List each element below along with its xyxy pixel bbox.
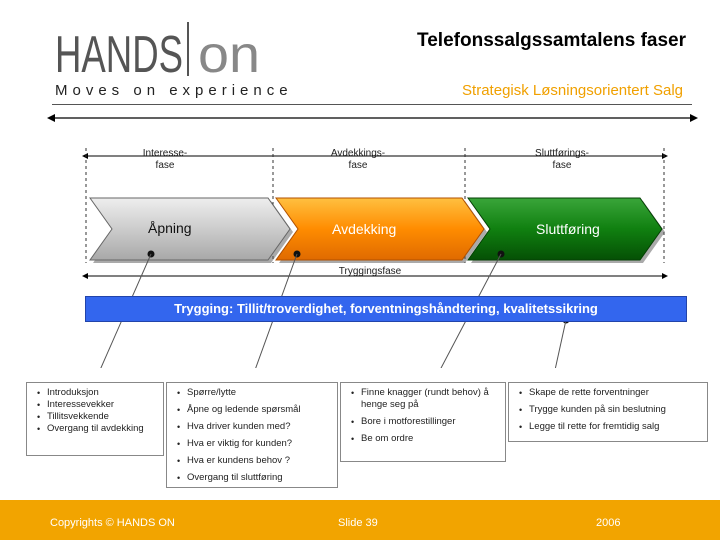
arrow-avdekking — [275, 197, 485, 261]
timeline-arrowhead — [690, 114, 698, 122]
list-item: Introduksjon — [37, 387, 157, 399]
phase-label-interesse: Interesse-fase — [142, 148, 188, 171]
tryggingsfase-label: Tryggingsfase — [338, 266, 402, 277]
list-item: Finne knagger (rundt behov) å henge seg … — [351, 387, 499, 411]
phase-diagram — [47, 114, 698, 368]
phase-label-sluttforing: Sluttførings-fase — [535, 148, 589, 171]
list-item: Overgang til avdekking — [37, 423, 157, 435]
list-item: Skape de rette forventninger — [519, 387, 701, 399]
list-item: Tillitsvekkende — [37, 411, 157, 423]
svg-text:HANDS: HANDS — [55, 26, 183, 84]
arrow-label-sluttforing: Sluttføring — [536, 221, 600, 237]
page-title: Telefonssalgssamtalens faser — [417, 30, 686, 51]
list-item: Overgang til sluttføring — [177, 472, 331, 484]
list-item: Legge til rette for fremtidig salg — [519, 421, 701, 433]
list-item: Trygge kunden på sin beslutning — [519, 404, 701, 416]
arrow-label-apning: Åpning — [148, 220, 192, 236]
footer-year: 2006 — [596, 517, 621, 529]
box-sluttforing: Skape de rette forventninger Trygge kund… — [508, 382, 708, 442]
header-divider — [52, 104, 692, 105]
list-item: Hva er kundens behov ? — [177, 455, 331, 467]
subtitle: Strategisk Løsningsorientert Salg — [462, 82, 683, 99]
list-item: Bore i motforestillinger — [351, 416, 499, 428]
svg-text:on: on — [198, 26, 260, 84]
list-item: Åpne og ledende spørsmål — [177, 404, 331, 416]
footer-copyright: Copyrights © HANDS ON — [50, 517, 175, 529]
list-item: Hva driver kunden med? — [177, 421, 331, 433]
footer-slide-number: Slide 39 — [338, 517, 378, 529]
hands-on-logo: HANDS on — [55, 14, 285, 84]
tagline: Moves on experience — [55, 82, 293, 99]
list-item: Hva er viktig for kunden? — [177, 438, 331, 450]
list-item: Spørre/lytte — [177, 387, 331, 399]
footer: Copyrights © HANDS ON Slide 39 2006 — [0, 500, 720, 540]
arrow-sluttforing — [467, 197, 663, 261]
list-item: Be om ordre — [351, 433, 499, 445]
phase-label-avdekking: Avdekkings-fase — [330, 148, 386, 171]
arrow-apning — [89, 197, 291, 261]
arrow-label-avdekking: Avdekking — [332, 221, 397, 237]
box-motforestillinger: Finne knagger (rundt behov) å henge seg … — [340, 382, 506, 462]
list-item: Interessevekker — [37, 399, 157, 411]
box-avdekking: Spørre/lytte Åpne og ledende spørsmål Hv… — [166, 382, 338, 488]
connector-line — [554, 319, 567, 368]
trygging-banner: Trygging: Tillit/troverdighet, forventni… — [85, 296, 687, 322]
box-apning: Introduksjon Interessevekker Tillitsvekk… — [26, 382, 164, 456]
